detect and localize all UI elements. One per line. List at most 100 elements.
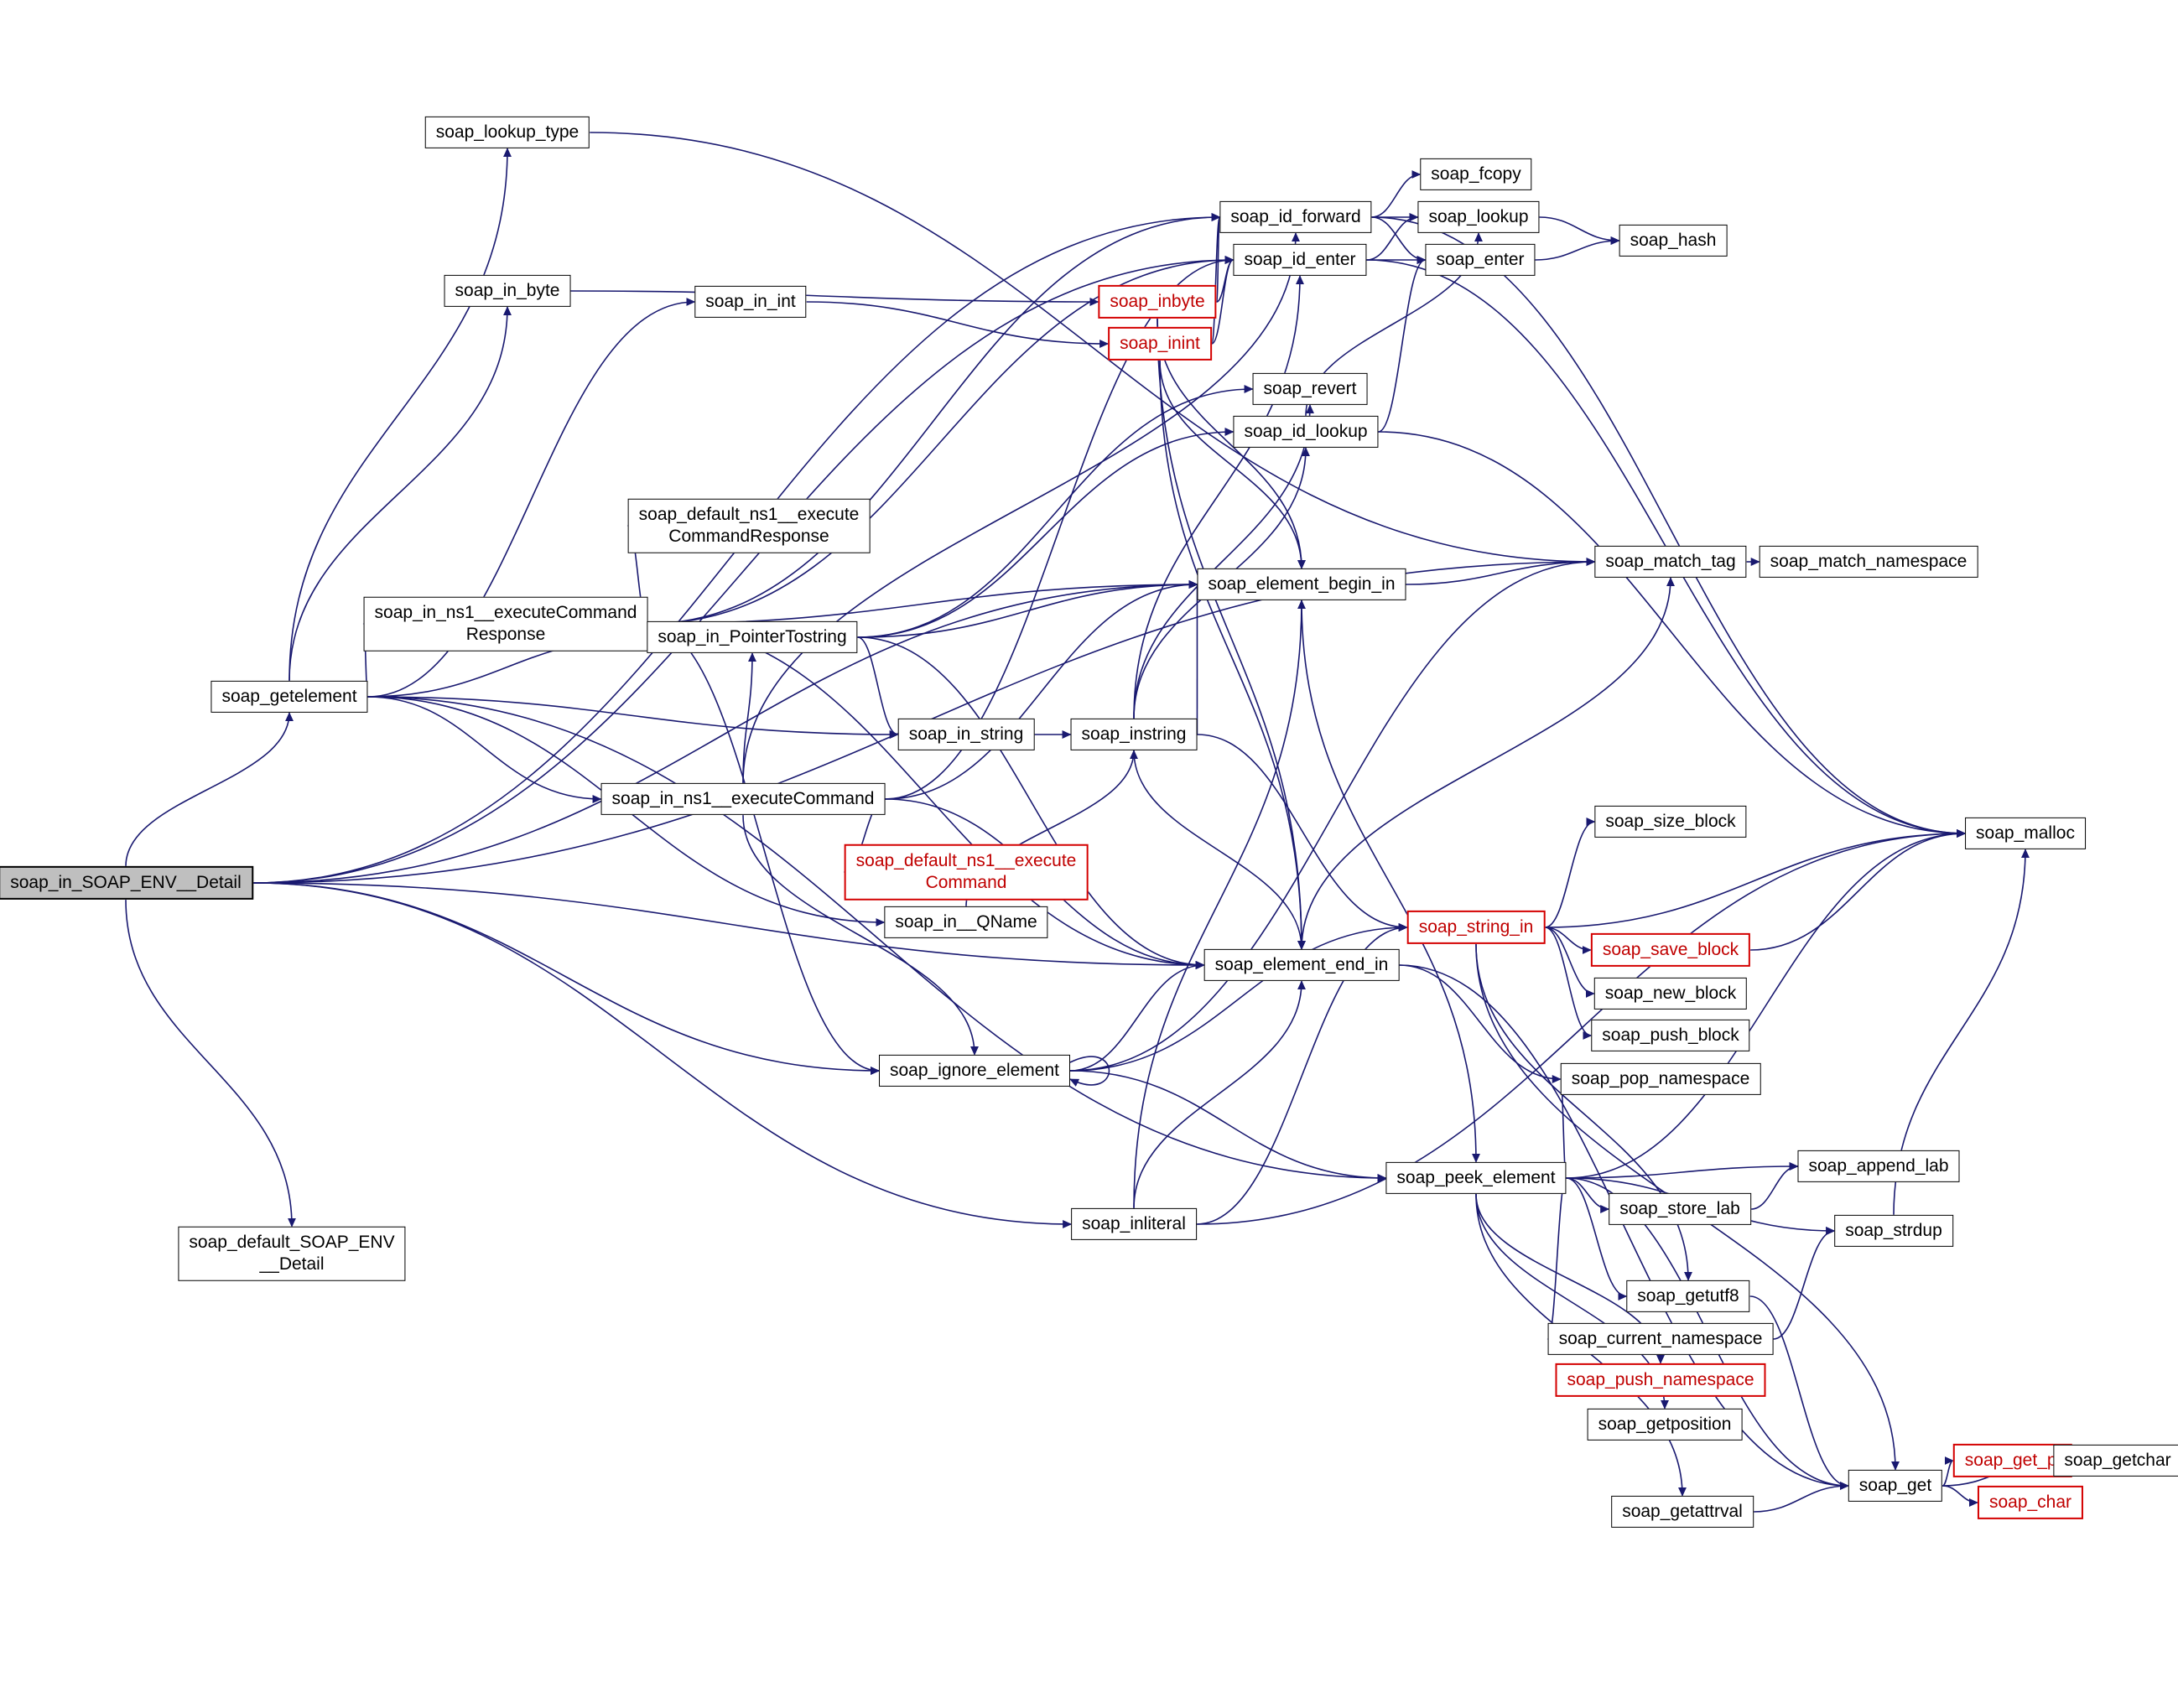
graph-edge [1545,927,1595,998]
graph-node-inliteral[interactable]: soap_inliteral [1071,1207,1197,1241]
graph-edge [125,900,296,1228]
graph-edge [1545,927,1592,954]
graph-edge [1159,361,1306,569]
graph-node-in_QName[interactable]: soap_in__QName [884,906,1048,939]
graph-edge [367,298,696,698]
graph-edge [1378,431,1967,838]
graph-edge [590,132,1596,566]
graph-node-hash[interactable]: soap_hash [1619,224,1728,257]
graph-node-size_block[interactable]: soap_size_block [1594,805,1747,838]
graph-node-instring[interactable]: soap_instring [1070,718,1198,751]
graph-edge [288,306,512,681]
graph-node-append_lab[interactable]: soap_append_lab [1797,1150,1960,1183]
graph-edge [1197,734,1408,932]
graph-edge [367,696,899,739]
graph-edge [367,696,1387,1182]
graph-node-pop_namespace[interactable]: soap_pop_namespace [1560,1062,1761,1096]
graph-edge [1753,1482,1849,1513]
graph-edge [570,290,1099,306]
graph-node-in_string[interactable]: soap_in_string [897,718,1035,751]
graph-edge [857,636,1205,969]
graph-node-in_SOAP_ENV__Detail[interactable]: soap_in_SOAP_ENV__Detail [0,865,253,901]
graph-edge [125,712,294,866]
graph-edge [857,428,1235,638]
graph-edge [1216,256,1235,303]
graph-node-default_execCmdResp[interactable]: soap_default_ns1__execute CommandRespons… [627,498,871,553]
graph-node-default_execCmd[interactable]: soap_default_ns1__execute Command [844,844,1089,901]
graph-node-in_PointerTostring[interactable]: soap_in_PointerTostring [647,620,858,654]
graph-edge [647,256,1235,625]
graph-node-in_byte[interactable]: soap_in_byte [444,274,571,308]
graph-node-in_execCmd[interactable]: soap_in_ns1__executeCommand [600,782,886,816]
graph-node-revert[interactable]: soap_revert [1252,372,1368,406]
graph-edge [252,882,1073,1228]
graph-node-element_begin_in[interactable]: soap_element_begin_in [1197,568,1406,601]
graph-node-inbyte[interactable]: soap_inbyte [1098,284,1217,319]
graph-node-getattrval[interactable]: soap_getattrval [1611,1495,1754,1529]
graph-edge [1371,170,1422,218]
graph-node-char[interactable]: soap_char [1977,1485,2084,1520]
graph-node-lookup[interactable]: soap_lookup [1417,200,1540,234]
graph-edge [885,580,1198,800]
graph-edge [252,580,1198,884]
graph-node-strdup[interactable]: soap_strdup [1834,1214,1953,1248]
graph-edge [288,148,512,681]
graph-node-in_int[interactable]: soap_in_int [694,285,807,319]
graph-edge [1399,964,1562,1083]
graph-node-element_end_in[interactable]: soap_element_end_in [1203,948,1400,982]
graph-node-inint[interactable]: soap_inint [1108,326,1212,361]
graph-node-id_lookup[interactable]: soap_id_lookup [1233,415,1379,449]
graph-edge [1545,829,1967,928]
graph-edge [367,696,602,803]
graph-edge [1069,961,1205,1072]
graph-edge [1211,213,1221,345]
graph-edge [1069,1070,1387,1182]
graph-edge [1371,216,1967,838]
graph-node-getchar[interactable]: soap_getchar [2053,1444,2178,1477]
graph-edge [1749,1295,1849,1490]
graph-node-ignore_element[interactable]: soap_ignore_element [879,1054,1070,1088]
graph-node-push_block[interactable]: soap_push_block [1591,1019,1750,1052]
graph-node-default_Detail[interactable]: soap_default_SOAP_ENV __Detail [178,1226,406,1281]
graph-node-current_namespace[interactable]: soap_current_namespace [1547,1322,1774,1356]
graph-edge [1069,1056,1110,1087]
graph-edge [742,652,756,783]
graph-node-fcopy[interactable]: soap_fcopy [1420,158,1532,191]
graph-node-save_block[interactable]: soap_save_block [1590,932,1751,968]
graph-node-string_in[interactable]: soap_string_in [1406,910,1546,945]
graph-edge [1546,1177,1567,1343]
graph-edge [1406,558,1596,585]
graph-node-getutf8[interactable]: soap_getutf8 [1626,1280,1750,1313]
graph-node-lookup_type[interactable]: soap_lookup_type [424,116,590,149]
graph-edge [1196,829,1967,1225]
graph-node-getelement[interactable]: soap_getelement [211,680,368,714]
graph-node-push_namespace[interactable]: soap_push_namespace [1555,1363,1766,1398]
graph-edge [1545,818,1596,928]
graph-edge [1301,600,1480,1163]
graph-node-match_tag[interactable]: soap_match_tag [1594,545,1747,579]
graph-node-peek_element[interactable]: soap_peek_element [1385,1161,1567,1195]
graph-edge [1566,1162,1799,1179]
graph-node-getposition[interactable]: soap_getposition [1587,1408,1743,1441]
graph-edge [1773,1227,1836,1340]
graph-edge [1196,923,1408,1225]
graph-node-in_execCmdResp[interactable]: soap_in_ns1__executeCommand Response [363,596,648,652]
graph-node-id_enter[interactable]: soap_id_enter [1233,243,1367,277]
graph-node-malloc[interactable]: soap_malloc [1965,817,2086,850]
graph-node-get[interactable]: soap_get [1848,1469,1943,1503]
graph-node-id_forward[interactable]: soap_id_forward [1219,200,1372,234]
graph-edge [1566,1177,1610,1213]
graph-edge [1941,1456,1954,1487]
graph-node-match_namespace[interactable]: soap_match_namespace [1759,545,1978,579]
graph-edge [1133,404,1314,719]
graph-node-new_block[interactable]: soap_new_block [1593,977,1748,1010]
graph-edge [1069,923,1408,1072]
graph-edge [1378,256,1427,433]
graph-edge [252,882,881,1075]
graph-node-store_lab[interactable]: soap_store_lab [1609,1192,1751,1226]
graph-edge [1566,829,1967,1179]
graph-node-enter[interactable]: soap_enter [1425,243,1536,277]
graph-edge [252,256,1235,884]
